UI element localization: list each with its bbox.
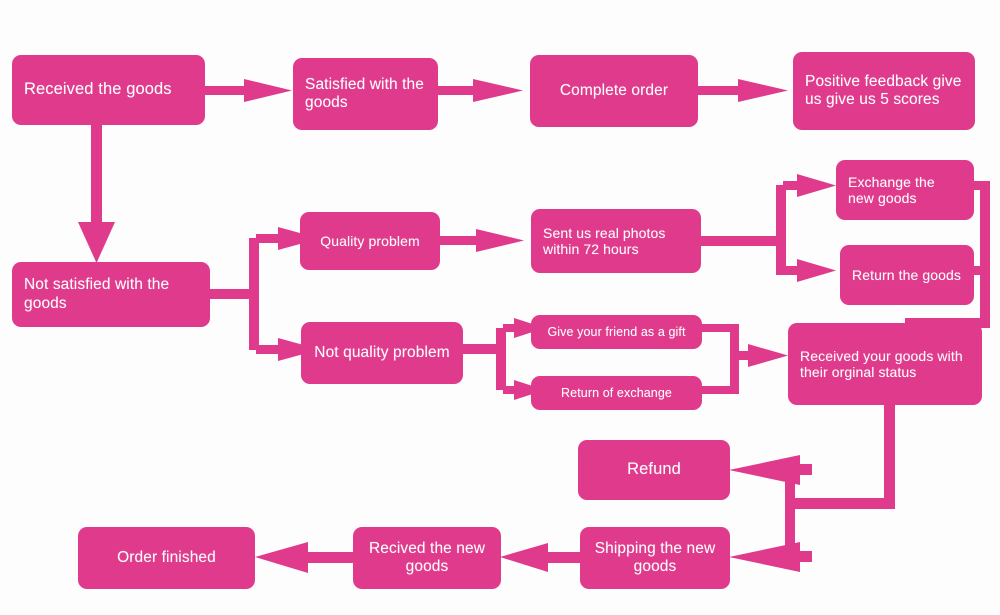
node-quality-problem[interactable]: Quality problem xyxy=(300,212,440,270)
node-recived-the-new-goods[interactable]: Recived the new goods xyxy=(353,527,501,589)
node-label: Not satisfied with the goods xyxy=(24,276,170,312)
node-label: Refund xyxy=(627,460,681,479)
node-give-your-friend-as-a-gift[interactable]: Give your friend as a gift xyxy=(531,315,702,349)
node-sent-us-real-photos[interactable]: Sent us real photos within 72 hours xyxy=(531,209,701,273)
node-label: Sent us real photos within 72 hours xyxy=(543,224,666,257)
node-positive-feedback[interactable]: Positive feedback give us give us 5 scor… xyxy=(793,52,975,130)
node-exchange-the-new-goods[interactable]: Exchange the new goods xyxy=(836,160,974,220)
node-shipping-the-new-goods[interactable]: Shipping the new goods xyxy=(580,527,730,589)
node-label: Not quality problem xyxy=(314,343,450,361)
node-received-your-goods[interactable]: Received your goods with their orginal s… xyxy=(788,323,982,405)
node-return-the-goods[interactable]: Return the goods xyxy=(840,245,974,305)
node-label: Recived the new goods xyxy=(368,539,486,575)
node-satisfied-with-the-goods[interactable]: Satisfied with the goods xyxy=(293,58,438,130)
node-order-finished[interactable]: Order finished xyxy=(78,527,255,589)
node-refund[interactable]: Refund xyxy=(578,440,730,500)
node-label: Quality problem xyxy=(320,232,420,249)
node-label: Satisfied with the goods xyxy=(305,75,424,111)
node-not-quality-problem[interactable]: Not quality problem xyxy=(301,322,463,384)
node-label: Complete order xyxy=(559,81,669,99)
node-label: Received the goods xyxy=(24,80,172,99)
node-label: Give your friend as a gift xyxy=(547,324,686,339)
node-return-of-exchange[interactable]: Return of exchange xyxy=(531,376,702,410)
node-label: Shipping the new goods xyxy=(594,539,716,575)
node-label: Positive feedback give us give us 5 scor… xyxy=(805,72,962,108)
node-not-satisfied[interactable]: Not satisfied with the goods xyxy=(12,262,210,327)
node-label: Exchange the new goods xyxy=(848,173,935,206)
node-label: Return the goods xyxy=(852,266,962,283)
node-label: Order finished xyxy=(117,548,216,566)
node-label: Received your goods with their orginal s… xyxy=(800,347,963,380)
node-label: Return of exchange xyxy=(561,385,672,400)
node-received-the-goods[interactable]: Received the goods xyxy=(12,55,205,125)
node-complete-order[interactable]: Complete order xyxy=(530,55,698,127)
